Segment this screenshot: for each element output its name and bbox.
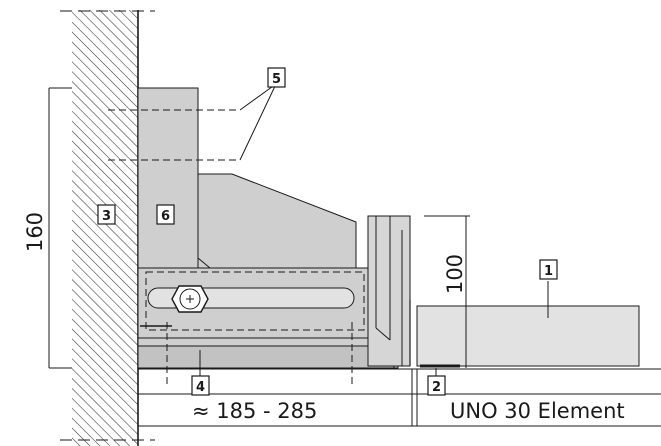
callout-box-4 — [191, 375, 210, 396]
floor-lines — [138, 368, 661, 427]
callout-text-4: 4 — [196, 380, 205, 395]
callout-tag-1: 1 — [539, 259, 558, 280]
base-rail — [137, 215, 411, 369]
bracket-vertical-plate — [137, 87, 199, 269]
callout-box-2 — [427, 375, 446, 396]
wall — [60, 10, 155, 446]
callout-text-1: 1 — [544, 264, 553, 279]
bracket-weld-line — [197, 257, 211, 269]
callout-text-6: 6 — [161, 209, 170, 224]
dim-160: 160 — [23, 87, 72, 369]
dim-100: 100 — [424, 215, 470, 368]
upright-line-3 — [375, 327, 391, 341]
callout-box-1 — [539, 259, 558, 280]
callout-box-6 — [156, 204, 175, 225]
slot-outline-dashed — [145, 271, 365, 331]
callout-text-5: 5 — [272, 72, 281, 87]
callout-box-3 — [97, 204, 116, 225]
leader-5-upper — [239, 83, 277, 111]
callout-tag-5: 5 — [267, 67, 286, 88]
callout-box-5 — [267, 67, 286, 88]
dim-160-label: 160 — [23, 212, 47, 252]
callout-text-2: 2 — [432, 380, 441, 395]
bracket-gusset — [197, 173, 357, 269]
callout-text-3: 3 — [102, 209, 111, 224]
callout-tag-3: 3 — [97, 204, 116, 225]
uno-element — [409, 300, 640, 368]
uno-element-body — [416, 305, 640, 367]
range-label: ≈ 185 - 285 — [192, 399, 317, 423]
dim-100-label: 100 — [443, 254, 467, 294]
upright-profile — [367, 215, 411, 367]
bolt-circle — [179, 288, 201, 310]
wall-hatch — [72, 10, 138, 446]
callout-tag-2: 2 — [427, 375, 446, 396]
wall-bracket — [137, 87, 357, 269]
callout-tag-6: 6 — [156, 204, 175, 225]
callout-tag-4: 4 — [191, 375, 210, 396]
leader-5-lower — [239, 83, 277, 161]
callout-5-leaders — [108, 83, 277, 161]
uno-element-label: UNO 30 Element — [450, 399, 625, 423]
